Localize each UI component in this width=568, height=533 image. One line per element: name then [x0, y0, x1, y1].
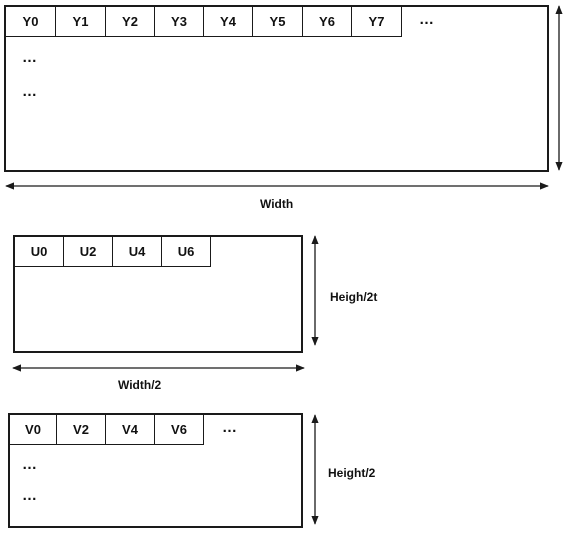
y-width-label: Width	[260, 197, 294, 211]
y-row-ellipsis: …	[419, 11, 435, 28]
v-plane: V0 V2 V4 V6 … … …	[8, 413, 303, 528]
v-row-ellipsis: …	[222, 419, 238, 436]
v-cell: V6	[155, 415, 204, 445]
u-width-label: Width/2	[118, 378, 162, 392]
v-cell: V4	[106, 415, 155, 445]
v-height-label: Height/2	[328, 466, 376, 480]
y-cell: Y5	[253, 7, 303, 37]
y-cell: Y0	[6, 7, 56, 37]
u-cell: U4	[113, 237, 162, 267]
v-cell: V2	[57, 415, 106, 445]
y-plane: Y0 Y1 Y2 Y3 Y4 Y5 Y6 Y7 … … …	[4, 5, 549, 172]
y-col-ellipsis: …	[22, 49, 38, 66]
u-cell: U0	[15, 237, 64, 267]
y-col-ellipsis: …	[22, 83, 38, 100]
y-cell: Y7	[352, 7, 402, 37]
y-cell: Y3	[155, 7, 204, 37]
y-cell: Y6	[303, 7, 352, 37]
u-cell: U2	[64, 237, 113, 267]
y-cell: Y4	[204, 7, 253, 37]
y-cell: Y2	[106, 7, 155, 37]
u-cell: U6	[162, 237, 211, 267]
u-plane: U0 U2 U4 U6	[13, 235, 303, 353]
v-col-ellipsis: …	[22, 456, 38, 473]
u-height-label: Heigh/2t	[330, 290, 378, 304]
y-cell: Y1	[56, 7, 106, 37]
v-cell: V0	[10, 415, 57, 445]
v-col-ellipsis: …	[22, 487, 38, 504]
